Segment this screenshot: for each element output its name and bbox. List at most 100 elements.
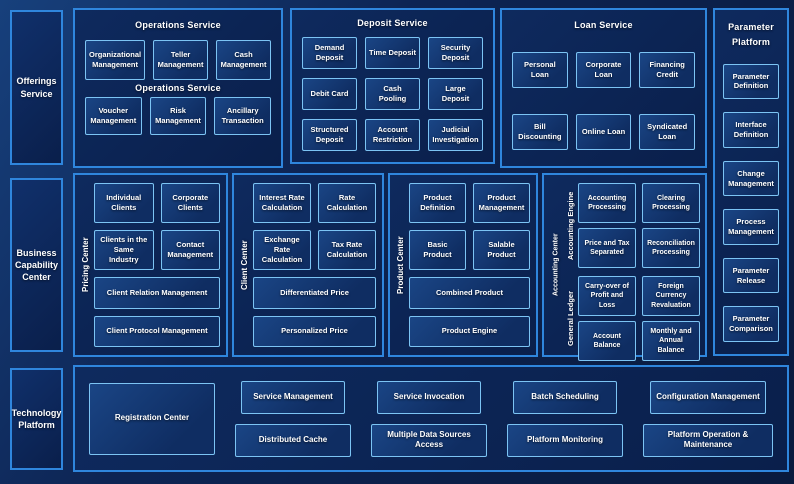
box-time-deposit: Time Deposit bbox=[365, 37, 420, 69]
box-judicial-investigation: Judicial Investigation bbox=[428, 119, 483, 151]
box-exchange-rate-calculation: Exchange Rate Calculation bbox=[253, 230, 311, 270]
box-online-loan: Online Loan bbox=[575, 114, 632, 150]
box-change-management: Change Management bbox=[723, 160, 779, 197]
accounting-engine-vlabel: Accounting Engine bbox=[566, 191, 575, 260]
client-center-vlabel: Client Center bbox=[240, 240, 249, 290]
accounting-groups: Accounting Engine Accounting Processing … bbox=[563, 183, 700, 361]
box-multiple-data-sources-access: Multiple Data Sources Access bbox=[371, 423, 488, 457]
box-personal-loan: Personal Loan bbox=[512, 52, 568, 88]
tech-column-2: Service Invocation Multiple Data Sources… bbox=[371, 380, 488, 457]
accounting-engine-group: Accounting Engine Accounting Processing … bbox=[563, 183, 700, 268]
box-parameter-definition: Parameter Definition bbox=[723, 63, 779, 100]
box-structured-deposit: Structured Deposit bbox=[302, 119, 357, 151]
box-security-deposit: Security Deposit bbox=[428, 37, 483, 69]
deposit-row-3: Structured Deposit Account Restriction J… bbox=[302, 119, 483, 151]
box-accounting-processing: Accounting Processing bbox=[578, 183, 636, 223]
box-interface-definition: Interface Definition bbox=[723, 112, 779, 148]
box-salable-product: Salable Product bbox=[473, 230, 530, 270]
box-tax-rate-calculation: Tax Rate Calculation bbox=[318, 230, 376, 270]
pricing-center-content: Individual Clients Corporate Clients Cli… bbox=[94, 183, 220, 347]
accounting-center-vlabel: Accounting Center bbox=[552, 233, 560, 297]
box-distributed-cache: Distributed Cache bbox=[235, 423, 352, 457]
box-cash-management: Cash Management bbox=[216, 40, 271, 80]
box-financing-credit: Financing Credit bbox=[639, 52, 696, 88]
box-cash-pooling: Cash Pooling bbox=[365, 78, 420, 110]
box-foreign-currency-revaluation: Foreign Currency Revaluation bbox=[642, 276, 700, 316]
box-service-invocation: Service Invocation bbox=[376, 380, 482, 414]
box-teller-management: Teller Management bbox=[153, 40, 209, 80]
box-organizational-management: Organizational Management bbox=[85, 40, 146, 80]
client-center-content: Interest Rate Calculation Rate Calculati… bbox=[253, 183, 376, 347]
box-client-protocol-management: Client Protocol Management bbox=[94, 315, 220, 347]
operations-service-title: Operations Service bbox=[135, 20, 221, 30]
pricing-center-vlabel: Pricing Center bbox=[81, 237, 90, 293]
box-risk-management: Risk Management bbox=[149, 97, 207, 135]
box-carry-over-of-profit-and-loss: Carry-over of Profit and Loss bbox=[578, 276, 636, 316]
box-platform-monitoring: Platform Monitoring bbox=[507, 423, 624, 457]
technology-platform-label: Technology Platform bbox=[10, 368, 63, 470]
box-product-management: Product Management bbox=[473, 183, 530, 223]
tech-column-3: Batch Scheduling Platform Monitoring bbox=[507, 380, 624, 457]
box-process-management: Process Management bbox=[723, 209, 779, 245]
box-monthly-and-annual-balance: Monthly and Annual Balance bbox=[642, 321, 700, 361]
box-reconciliation-processing: Reconciliation Processing bbox=[642, 228, 700, 268]
loan-row-1: Personal Loan Corporate Loan Financing C… bbox=[512, 52, 696, 88]
panel-pricing-center: Pricing Center Individual Clients Corpor… bbox=[73, 173, 228, 357]
box-clearing-processing: Clearing Processing bbox=[642, 183, 700, 223]
box-parameter-comparison: Parameter Comparison bbox=[723, 306, 779, 342]
deposit-row-2: Debit Card Cash Pooling Large Deposit bbox=[302, 78, 483, 110]
panel-accounting-center: Accounting Center Accounting Engine Acco… bbox=[542, 173, 707, 361]
box-ancillary-transaction: Ancillary Transaction bbox=[214, 97, 272, 135]
deposit-service-title: Deposit Service bbox=[357, 18, 428, 28]
box-combined-product: Combined Product bbox=[409, 277, 530, 309]
box-contact-management: Contact Management bbox=[160, 230, 220, 270]
panel-product-center: Product Center Product Definition Produc… bbox=[388, 173, 538, 357]
loan-service-title: Loan Service bbox=[574, 20, 633, 30]
panel-client-center: Client Center Interest Rate Calculation … bbox=[232, 173, 384, 357]
box-platform-operation-maintenance: Platform Operation & Maintenance bbox=[643, 423, 773, 457]
box-voucher-management: Voucher Management bbox=[85, 97, 142, 135]
box-differentiated-price: Differentiated Price bbox=[253, 277, 376, 309]
box-large-deposit: Large Deposit bbox=[428, 78, 483, 110]
box-batch-scheduling: Batch Scheduling bbox=[512, 380, 618, 414]
box-price-and-tax-separated: Price and Tax Separated bbox=[578, 228, 636, 268]
box-debit-card: Debit Card bbox=[302, 78, 357, 110]
box-bill-discounting: Bill Discounting bbox=[512, 114, 568, 150]
box-rate-calculation: Rate Calculation bbox=[318, 183, 376, 223]
panel-technology-platform: Registration Center Service Management D… bbox=[73, 365, 789, 472]
deposit-row-1: Demand Deposit Time Deposit Security Dep… bbox=[302, 37, 483, 69]
panel-operations-service: Operations Service Organizational Manage… bbox=[73, 8, 283, 168]
product-center-content: Product Definition Product Management Ba… bbox=[409, 183, 530, 347]
offerings-service-label: Offerings Service bbox=[10, 10, 63, 165]
box-basic-product: Basic Product bbox=[409, 230, 466, 270]
box-configuration-management: Configuration Management bbox=[649, 380, 767, 414]
box-client-relation-management: Client Relation Management bbox=[94, 277, 220, 309]
business-capability-center-label: Business Capability Center bbox=[10, 178, 63, 352]
tech-column-4: Configuration Management Platform Operat… bbox=[643, 380, 773, 457]
box-registration-center: Registration Center bbox=[89, 382, 215, 455]
box-account-balance: Account Balance bbox=[578, 321, 636, 361]
box-interest-rate-calculation: Interest Rate Calculation bbox=[253, 183, 311, 223]
operations-row-1: Organizational Management Teller Managem… bbox=[85, 40, 271, 80]
box-service-management: Service Management bbox=[240, 380, 346, 414]
box-personalized-price: Personalized Price bbox=[253, 315, 376, 347]
product-center-vlabel: Product Center bbox=[396, 236, 405, 294]
panel-parameter-platform: Parameter Platform Parameter Definition … bbox=[713, 8, 789, 356]
box-product-definition: Product Definition bbox=[409, 183, 466, 223]
box-parameter-release: Parameter Release bbox=[723, 257, 779, 294]
operations-service-subtitle: Operations Service bbox=[135, 83, 221, 93]
box-corporate-clients: Corporate Clients bbox=[160, 183, 220, 223]
operations-row-2: Voucher Management Risk Management Ancil… bbox=[85, 97, 272, 135]
box-corporate-loan: Corporate Loan bbox=[575, 52, 632, 88]
box-individual-clients: Individual Clients bbox=[94, 183, 154, 223]
panel-deposit-service: Deposit Service Demand Deposit Time Depo… bbox=[290, 8, 495, 164]
box-demand-deposit: Demand Deposit bbox=[302, 37, 357, 69]
box-product-engine: Product Engine bbox=[409, 315, 530, 347]
box-clients-same-industry: Clients in the Same Industry bbox=[94, 230, 154, 270]
loan-row-2: Bill Discounting Online Loan Syndicated … bbox=[512, 114, 696, 150]
panel-loan-service: Loan Service Personal Loan Corporate Loa… bbox=[500, 8, 707, 168]
box-syndicated-loan: Syndicated Loan bbox=[639, 114, 696, 150]
general-ledger-vlabel: General Ledger bbox=[566, 290, 575, 347]
general-ledger-group: General Ledger Carry-over of Profit and … bbox=[563, 276, 700, 361]
